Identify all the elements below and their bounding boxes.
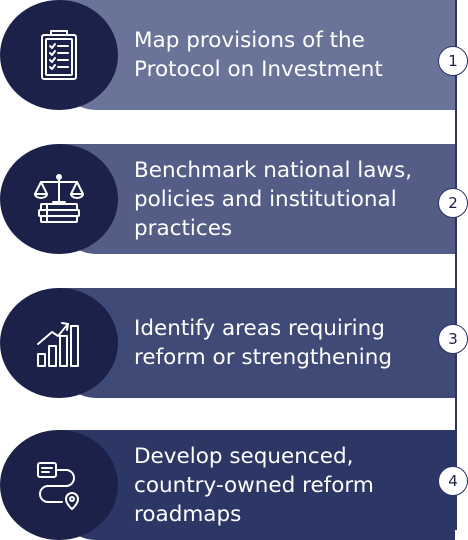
step-4-text-line: Develop sequenced, xyxy=(134,443,354,469)
step-2-text-line: practices xyxy=(134,215,233,241)
step-3-text: Identify areas requiring reform or stren… xyxy=(134,288,428,398)
step-2-text-line: policies and institutional xyxy=(134,186,397,212)
step-1-text-line: Protocol on Investment xyxy=(134,57,383,82)
step-3: Identify areas requiring reform or stren… xyxy=(0,288,468,398)
checklist-clipboard-icon xyxy=(41,30,77,80)
step-2-text-line: Benchmark national laws, xyxy=(134,157,413,183)
timeline-connector-line xyxy=(455,0,457,530)
step-4-text: Develop sequenced, country-owned reform … xyxy=(134,430,428,540)
step-3-band xyxy=(58,288,455,398)
step-2-text: Benchmark national laws, policies and in… xyxy=(134,144,428,254)
step-1-text: Map provisions of the Protocol on Invest… xyxy=(134,0,428,110)
step-4: Develop sequenced, country-owned reform … xyxy=(0,430,468,540)
step-2: Benchmark national laws, policies and in… xyxy=(0,144,468,254)
step-3-text-line: reform or strengthening xyxy=(134,345,393,370)
step-2-number-badge: 2 xyxy=(438,188,468,218)
step-1-band xyxy=(58,0,455,110)
step-1: Map provisions of the Protocol on Invest… xyxy=(0,0,468,110)
step-4-icon-circle xyxy=(0,430,118,540)
step-3-number-badge: 3 xyxy=(438,324,468,354)
step-4-text-line: roadmaps xyxy=(134,501,242,527)
bar-chart-growth-icon xyxy=(37,322,79,367)
scales-on-books-icon xyxy=(34,174,84,223)
step-4-number-badge: 4 xyxy=(438,466,468,496)
step-2-band xyxy=(58,144,455,254)
step-4-band xyxy=(58,430,455,540)
step-1-text-line: Map provisions of the xyxy=(134,28,365,53)
step-2-icon-circle xyxy=(0,144,118,254)
roadmap-route-icon xyxy=(37,462,79,510)
step-1-icon-circle xyxy=(0,0,118,110)
step-4-text-line: country-owned reform xyxy=(134,472,374,498)
step-1-number-badge: 1 xyxy=(438,46,468,76)
step-3-text-line: Identify areas requiring xyxy=(134,316,385,341)
step-3-icon-circle xyxy=(0,288,118,398)
